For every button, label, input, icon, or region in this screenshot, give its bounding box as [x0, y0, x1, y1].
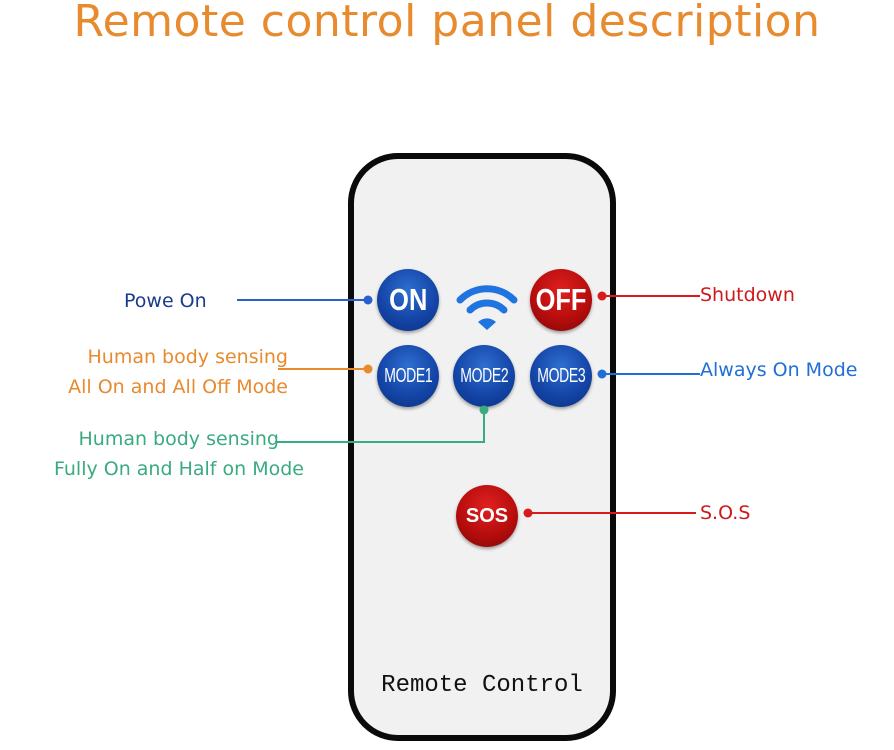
- on-button[interactable]: ON: [377, 269, 439, 331]
- mode1-button[interactable]: MODE1: [377, 345, 439, 407]
- page-title: Remote control panel description: [73, 0, 821, 47]
- mode2-button[interactable]: MODE2: [453, 345, 515, 407]
- annotation-mode3: Always On Mode: [700, 359, 858, 381]
- annotation-mode1-line2: All On and All Off Mode: [68, 376, 288, 398]
- remote-control-body: ON OFF MODE1 MODE2 MODE3 SOS Remote Cont…: [348, 153, 616, 741]
- annotation-mode2-line1: Human body sensing: [78, 428, 279, 450]
- sos-button-label: SOS: [465, 504, 509, 527]
- mode2-button-label: MODE2: [459, 364, 509, 387]
- remote-control-label: Remote Control: [381, 672, 583, 699]
- sos-button[interactable]: SOS: [456, 485, 518, 547]
- annotation-mode1-line1: Human body sensing: [87, 346, 288, 368]
- mode3-button[interactable]: MODE3: [530, 345, 592, 407]
- off-button[interactable]: OFF: [530, 269, 592, 331]
- annotation-mode2: Human body sensing Fully On and Half on …: [54, 424, 304, 484]
- mode3-button-label: MODE3: [536, 364, 586, 387]
- annotation-sos: S.O.S: [700, 502, 751, 524]
- annotation-mode2-line2: Fully On and Half on Mode: [53, 458, 304, 480]
- mode1-button-label: MODE1: [383, 364, 433, 387]
- on-button-label: ON: [388, 282, 428, 317]
- annotation-power-on: Powe On: [124, 290, 207, 312]
- annotation-mode1: Human body sensing All On and All Off Mo…: [68, 342, 288, 402]
- annotation-shutdown: Shutdown: [700, 284, 795, 306]
- off-button-label: OFF: [535, 282, 587, 317]
- wifi-signal-icon: [456, 285, 518, 330]
